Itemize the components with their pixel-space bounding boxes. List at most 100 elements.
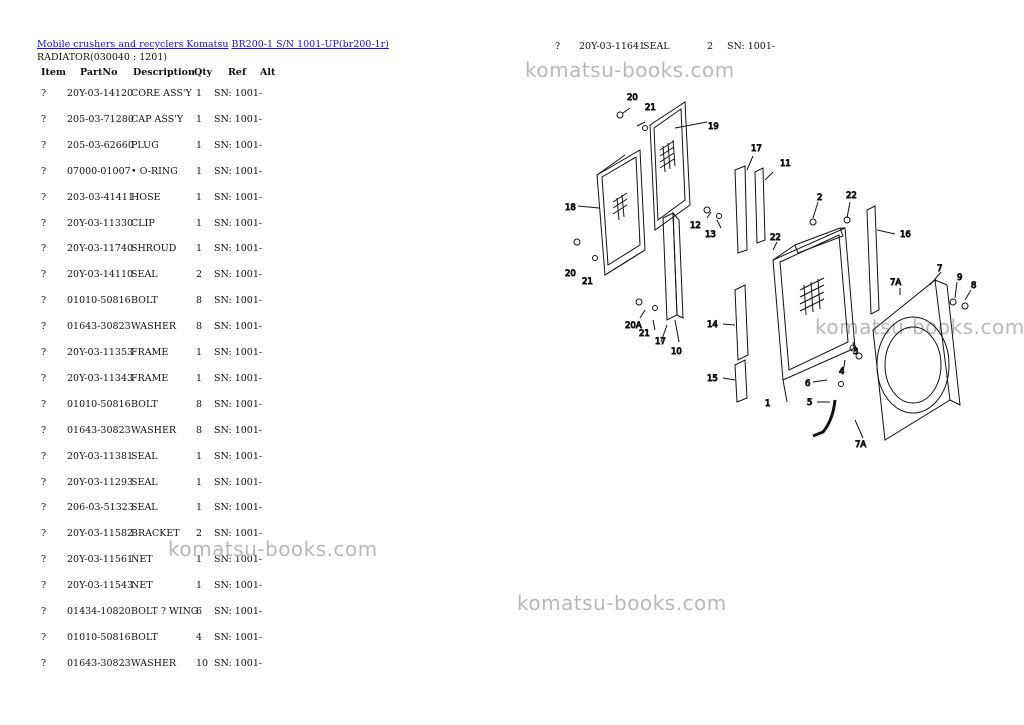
page-title: RADIATOR(030040 : 1201) — [37, 52, 168, 63]
cell-ref: SN: 1001- — [214, 372, 263, 384]
cell-partno: 205-03-62660 — [67, 139, 134, 151]
cell-ref: SN: 1001- — [214, 554, 263, 566]
cell-qty: 1 — [196, 580, 203, 592]
cell-qty: 1 — [196, 191, 203, 203]
cell-qty: 8 — [196, 398, 203, 410]
radiator-exploded-diagram: 20 21 19 17 11 18 12 13 2 22 22 16 20 21… — [565, 93, 977, 451]
breadcrumb-link-category[interactable]: Mobile crushers and recyclers Komatsu — [37, 39, 229, 50]
cell-partno: 01010-50816 — [67, 631, 131, 643]
cell-partno: 20Y-03-11330 — [67, 217, 134, 229]
cell-partno: 01643-30823 — [67, 657, 131, 669]
cell-qty: 1 — [196, 217, 203, 229]
cell-item: ? — [41, 139, 47, 151]
breadcrumb-link-model[interactable]: BR200-1 S/N 1001-UP(br200-1r) — [231, 39, 389, 50]
diagram-label: 3 — [853, 347, 858, 357]
column-header-partno: PartNo — [80, 67, 118, 78]
cell-ref: SN: 1001- — [214, 165, 263, 177]
cell-description: BOLT ? WING — [131, 606, 199, 617]
cell-item: ? — [41, 657, 47, 669]
cell-item: ? — [41, 476, 47, 488]
diagram-label: 22 — [770, 233, 781, 243]
cell-description: WASHER — [131, 657, 177, 669]
cell-description: NET — [131, 580, 153, 592]
cell-ref: SN: 1001- — [214, 606, 263, 617]
cell-description: HOSE — [131, 191, 161, 203]
diagram-label: 4 — [839, 367, 844, 377]
cell-partno: 20Y-03-11561 — [67, 554, 134, 566]
cell-ref: SN: 1001- — [214, 139, 263, 151]
cell-item: ? — [41, 606, 47, 617]
cell-description: WASHER — [131, 321, 177, 333]
diagram-label: 8 — [971, 281, 976, 291]
cell-description: SHROUD — [131, 243, 177, 255]
diagram-label: 16 — [900, 230, 911, 240]
cell-qty: 1 — [196, 139, 203, 151]
cell-description: WASHER — [131, 424, 177, 436]
diagram-label: 7 — [937, 264, 942, 274]
cell-qty: 2 — [196, 528, 203, 540]
cell-description: SEAL — [131, 269, 158, 281]
diagram-label: 13 — [705, 230, 716, 240]
cell-partno: 20Y-03-14120 — [67, 88, 134, 99]
cell-partno: 07000-01007 — [67, 165, 131, 177]
cell-ref: SN: 1001- — [214, 191, 263, 203]
column-header-description: Description — [133, 67, 195, 78]
cell-description: SEAL — [131, 450, 158, 462]
cell-ref: SN: 1001- — [214, 269, 263, 281]
cell-qty: 1 — [196, 476, 203, 488]
cell-qty: 8 — [196, 295, 203, 307]
watermark: komatsu-books.com — [525, 58, 735, 82]
cell-item: ? — [555, 41, 561, 52]
cell-qty: 8 — [196, 424, 203, 436]
cell-qty: 1 — [196, 113, 203, 125]
cell-partno: 203-03-41411 — [67, 191, 134, 203]
cell-item: ? — [41, 113, 47, 125]
diagram-label: 18 — [565, 203, 576, 213]
cell-description: CAP ASS'Y — [131, 113, 184, 125]
diagram-label: 22 — [846, 191, 857, 201]
diagram-label: 6 — [805, 379, 810, 389]
diagram-label: 9 — [957, 273, 962, 283]
cell-item: ? — [41, 321, 47, 333]
cell-qty: 2 — [707, 41, 714, 52]
diagram-label: 11 — [780, 159, 791, 169]
cell-partno: 01010-50816 — [67, 398, 131, 410]
cell-item: ? — [41, 372, 47, 384]
cell-partno: 20Y-03-11353 — [67, 347, 134, 358]
cell-item: ? — [41, 243, 47, 255]
cell-partno: 205-03-71280 — [67, 113, 134, 125]
cell-description: BOLT — [131, 295, 158, 307]
cell-description: BOLT — [131, 398, 158, 410]
cell-item: ? — [41, 398, 47, 410]
cell-ref: SN: 1001- — [214, 321, 263, 333]
cell-ref: SN: 1001- — [214, 476, 263, 488]
cell-qty: 1 — [196, 450, 203, 462]
diagram-label: 21 — [582, 277, 593, 287]
cell-qty: 1 — [196, 502, 203, 514]
cell-qty: 1 — [196, 243, 203, 255]
radiator-core — [772, 227, 856, 381]
cell-qty: 1 — [196, 372, 203, 384]
cell-ref: SN: 1001- — [727, 41, 776, 52]
shroud — [872, 279, 961, 441]
cell-item: ? — [41, 424, 47, 436]
cell-partno: 20Y-03-11343 — [67, 372, 134, 384]
cell-partno: 20Y-03-11582 — [67, 528, 134, 540]
cell-ref: SN: 1001- — [214, 528, 263, 540]
cell-partno: 20Y-03-11293 — [67, 476, 134, 488]
watermark: komatsu-books.com — [815, 315, 1024, 339]
watermark: komatsu-books.com — [168, 537, 378, 561]
diagram-label: 14 — [707, 320, 718, 330]
